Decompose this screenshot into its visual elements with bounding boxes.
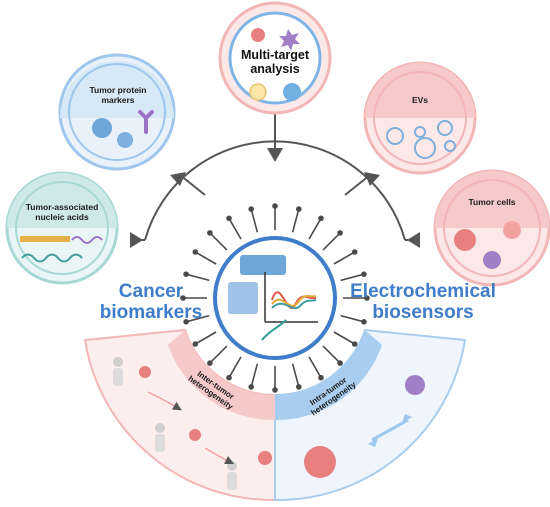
spoke-line xyxy=(322,345,341,364)
tumor-protein-label: Tumor protein markers xyxy=(89,85,147,105)
tumor-cells-label: Tumor cells xyxy=(468,197,516,207)
spoke-line xyxy=(185,273,210,282)
cancer-biomarkers-label: Cancer biomarkers xyxy=(99,281,203,323)
spoke-dot xyxy=(318,215,324,222)
spoke-dot xyxy=(351,249,358,255)
nucleic-acids-label: Tumor-associated nucleic acids xyxy=(25,202,99,222)
spoke-line xyxy=(250,208,259,233)
spoke-dot xyxy=(364,295,370,301)
top-arc xyxy=(130,105,420,248)
radial-spokes xyxy=(180,203,370,393)
spoke-line xyxy=(340,273,365,282)
spoke-dot xyxy=(296,384,302,390)
spoke-line xyxy=(228,217,242,240)
bottom-left-people xyxy=(113,357,272,490)
spoke-dot xyxy=(272,387,278,393)
spoke-dot xyxy=(361,319,367,325)
node-tumor-protein xyxy=(58,53,176,171)
spoke-dot xyxy=(337,230,343,236)
spoke-dot xyxy=(351,341,358,347)
spoke-line xyxy=(333,251,356,265)
spoke-line xyxy=(185,314,210,323)
spoke-line xyxy=(194,331,217,345)
spoke-dot xyxy=(248,384,254,390)
evs-label: EVs xyxy=(411,95,429,105)
spoke-dot xyxy=(337,360,343,366)
electrochemical-biosensors-label: Electrochemical biosensors xyxy=(350,281,496,323)
spoke-dot xyxy=(207,360,213,366)
spoke-line xyxy=(308,356,322,379)
spoke-line xyxy=(209,232,228,251)
node-multi-target xyxy=(218,1,332,115)
spoke-line xyxy=(291,363,300,388)
spoke-line xyxy=(340,314,365,323)
spoke-line xyxy=(250,363,259,388)
spoke-line xyxy=(291,208,300,233)
spoke-line xyxy=(322,232,341,251)
spoke-dot xyxy=(183,319,189,325)
spoke-dot xyxy=(272,203,278,209)
bottom-right-cells xyxy=(304,375,425,478)
spoke-dot xyxy=(226,374,232,381)
spoke-dot xyxy=(183,271,189,278)
spoke-dot xyxy=(192,341,199,347)
spoke-line xyxy=(209,345,228,364)
spoke-dot xyxy=(296,206,302,212)
spoke-dot xyxy=(207,230,213,236)
spoke-line xyxy=(228,356,242,379)
node-nucleic-acids xyxy=(5,171,119,285)
multi-target-label: Multi-target analysis xyxy=(240,48,310,77)
spoke-dot xyxy=(361,271,367,278)
spoke-dot xyxy=(248,206,254,212)
spoke-dot xyxy=(180,295,186,301)
center-circle xyxy=(213,236,337,360)
spoke-dot xyxy=(192,249,199,255)
node-tumor-cells xyxy=(433,169,550,287)
spoke-line xyxy=(333,331,356,345)
spoke-line xyxy=(308,217,322,240)
spoke-dot xyxy=(318,374,324,381)
spoke-dot xyxy=(226,215,232,222)
spoke-line xyxy=(194,251,217,265)
node-evs xyxy=(363,61,477,175)
